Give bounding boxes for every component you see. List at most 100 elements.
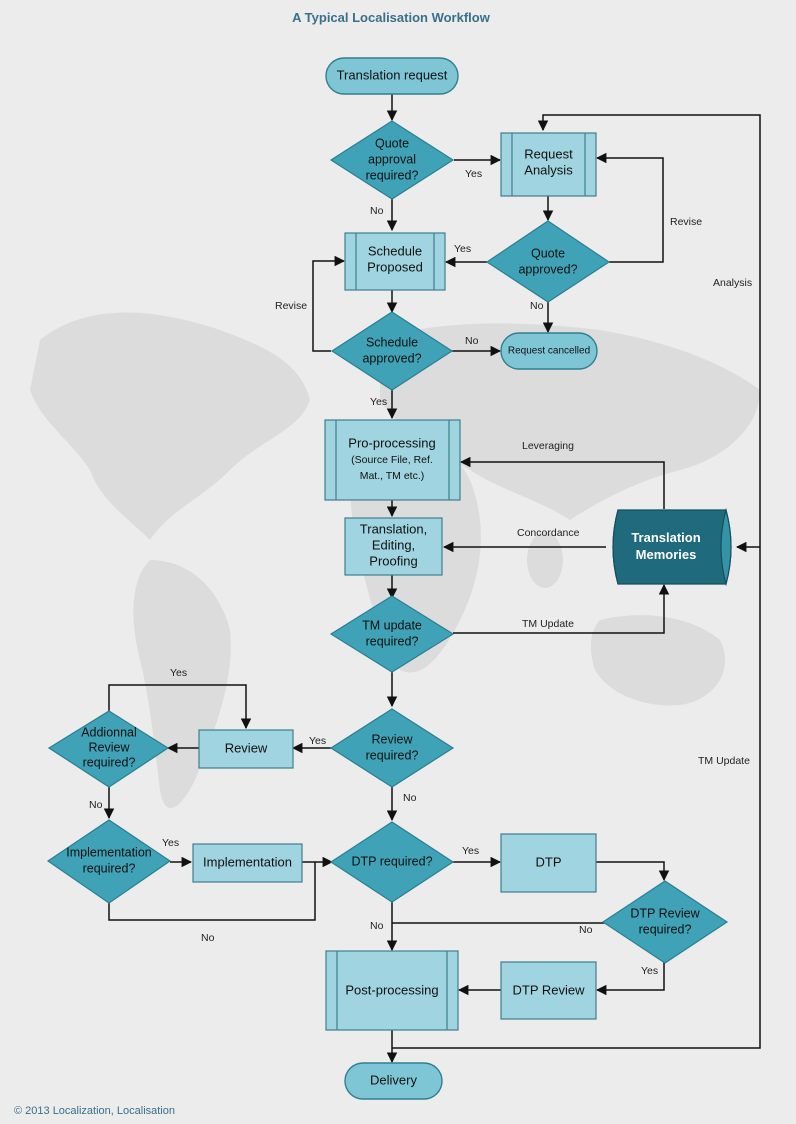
node-label-line: Quote xyxy=(531,246,565,260)
node-label-line: approval xyxy=(368,152,416,166)
node-label-line: Addionnal xyxy=(81,725,137,739)
node-label-line: DTP xyxy=(536,854,562,869)
label-yes-dtp-review: Yes xyxy=(641,965,658,977)
node-label-line: Implementation xyxy=(203,854,292,869)
svg-text:Pro-processing(Source File, Re: Pro-processing(Source File, Ref.Mat., TM… xyxy=(348,435,435,481)
label-analysis: Analysis xyxy=(713,277,752,289)
node-label-line: required? xyxy=(639,922,692,936)
node-label-line: Delivery xyxy=(370,1072,417,1087)
node-label-line: DTP Review xyxy=(630,906,700,920)
label-no-schedule: No xyxy=(465,335,479,347)
label-revise-schedule: Revise xyxy=(275,300,307,312)
node-label-line: Proofing xyxy=(369,553,417,568)
node-label-line: Memories xyxy=(636,547,697,562)
svg-text:Request cancelled: Request cancelled xyxy=(508,346,590,357)
node-label-line: Review xyxy=(89,740,131,754)
decision-dtp-review-required: DTP Review required? xyxy=(601,880,729,964)
node-label-line: TM update xyxy=(362,618,422,632)
label-yes-implementation: Yes xyxy=(162,837,179,849)
process-translation-editing-proofing: Translation,Editing,Proofing xyxy=(344,517,443,576)
node-label-line: required? xyxy=(366,168,419,182)
svg-text:DTP: DTP xyxy=(536,854,562,869)
node-delivery: Delivery xyxy=(344,1062,443,1100)
decision-dtp-required: DTP required? xyxy=(329,821,455,903)
node-label-line: (Source File, Ref. xyxy=(351,454,433,466)
node-label-line: Request cancelled xyxy=(508,346,590,357)
node-label-line: Quote xyxy=(375,136,409,150)
label-yes-review: Yes xyxy=(309,735,326,747)
connectors xyxy=(103,94,761,1064)
connector-labels: Yes No Revise Yes No Revise No Yes Analy… xyxy=(89,168,752,977)
label-leveraging: Leveraging xyxy=(522,440,574,452)
label-yes-additional: Yes xyxy=(170,667,187,679)
node-label-line: required? xyxy=(83,861,136,875)
node-label-line: Review xyxy=(372,732,414,746)
node-label-line: Mat., TM etc.) xyxy=(360,470,425,482)
decision-review-required: Review required? xyxy=(329,708,455,788)
label-yes-schedule: Yes xyxy=(370,396,387,408)
process-implementation: Implementation xyxy=(192,843,303,883)
node-request-cancelled: Request cancelled xyxy=(500,332,598,370)
node-label-line: Translation request xyxy=(337,67,448,82)
process-dtp: DTP xyxy=(500,833,597,893)
node-label-line: Post-processing xyxy=(345,982,438,997)
label-no-quote: No xyxy=(370,205,384,217)
node-translation-request: Translation request xyxy=(325,57,459,95)
svg-text:Review: Review xyxy=(225,740,268,755)
node-label-line: Schedule xyxy=(366,335,418,349)
node-label-line: Analysis xyxy=(524,162,573,177)
process-pre-processing: Pro-processing(Source File, Ref.Mat., TM… xyxy=(324,419,461,501)
label-yes-dtp: Yes xyxy=(462,845,479,857)
node-label-line: Request xyxy=(524,146,573,161)
node-label-line: Editing, xyxy=(372,537,415,552)
label-no-dtp: No xyxy=(370,920,384,932)
label-no-additional: No xyxy=(89,799,103,811)
label-tm-update: TM Update xyxy=(522,618,574,630)
copyright-text: © 2013 Localization, Localisation xyxy=(14,1105,175,1117)
label-no-dtp-review: No xyxy=(579,924,593,936)
process-post-processing: Post-processing xyxy=(325,950,459,1031)
node-label-line: Schedule xyxy=(368,243,422,258)
node-label-line: DTP Review xyxy=(512,982,585,997)
diagram-title: A Typical Localisation Workflow xyxy=(292,10,491,25)
decision-tm-update-required: TM update required? xyxy=(329,595,455,673)
label-no-review: No xyxy=(403,792,417,804)
node-label-line: DTP required? xyxy=(351,854,432,868)
decision-quote-approval-required: Quote approval required? xyxy=(329,120,455,200)
label-yes-quote-approved: Yes xyxy=(454,243,471,255)
process-review: Review xyxy=(198,729,294,769)
label-yes-quote: Yes xyxy=(465,168,482,180)
label-no-implementation: No xyxy=(201,932,215,944)
node-label-line: Review xyxy=(225,740,268,755)
label-no-quote-approved: No xyxy=(530,300,544,312)
svg-text:Implementation: Implementation xyxy=(203,854,292,869)
node-label-line: required? xyxy=(366,748,419,762)
node-label-line: Translation xyxy=(631,530,700,545)
svg-text:DTP Review: DTP Review xyxy=(512,982,585,997)
svg-text:Post-processing: Post-processing xyxy=(345,982,438,997)
node-label-line: Translation, xyxy=(360,521,427,536)
svg-text:Delivery: Delivery xyxy=(370,1072,417,1087)
node-label-line: required? xyxy=(83,755,136,769)
node-label-line: Proposed xyxy=(367,259,423,274)
node-label-line: required? xyxy=(366,634,419,648)
label-concordance: Concordance xyxy=(517,527,580,539)
decision-schedule-approved: Schedule approved? xyxy=(330,311,454,391)
node-label-line: approved? xyxy=(362,351,421,365)
svg-text:Translation,Editing,Proofing: Translation,Editing,Proofing xyxy=(360,521,427,568)
node-label-line: Implementation xyxy=(66,845,152,859)
